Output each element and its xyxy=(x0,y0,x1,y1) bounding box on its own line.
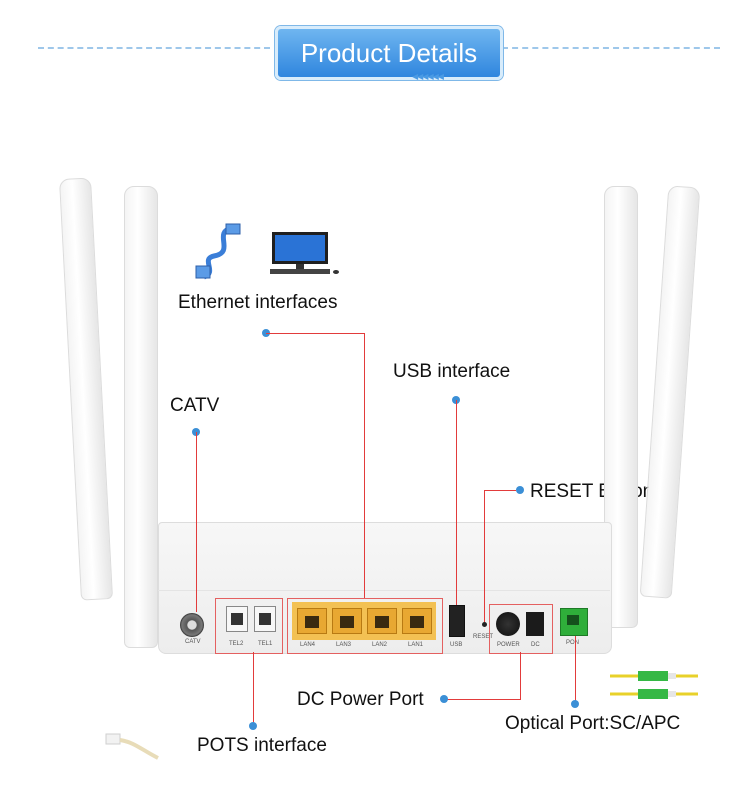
pots-callout-dot xyxy=(249,722,257,730)
tel2-port-text: TEL2 xyxy=(229,641,244,647)
ethernet-highlight-box xyxy=(287,598,443,654)
lan4-port xyxy=(297,608,327,634)
ethernet-label: Ethernet interfaces xyxy=(178,292,338,313)
tel1-port xyxy=(254,606,276,632)
usb-port-text: USB xyxy=(450,642,463,648)
optical-label: Optical Port:SC/APC xyxy=(505,713,681,734)
dc-port-text: DC xyxy=(531,642,540,648)
pots-highlight-box xyxy=(215,598,283,654)
antenna-right-outer xyxy=(639,185,701,599)
dc-power-label: DC Power Port xyxy=(297,689,424,710)
tel2-port xyxy=(226,606,248,632)
lan3-port xyxy=(332,608,362,634)
lan3-port-text: LAN3 xyxy=(336,642,352,648)
lan2-port xyxy=(367,608,397,634)
pots-leader-v xyxy=(253,652,254,724)
usb-leader-v xyxy=(456,400,457,605)
ethernet-cable-icon xyxy=(195,223,241,280)
catv-connector xyxy=(180,613,204,637)
lan1-port xyxy=(402,608,432,634)
catv-leader-v xyxy=(196,432,197,612)
fiber-patch-cord-icon xyxy=(610,671,698,699)
dc-power-highlight-box xyxy=(489,604,553,654)
page-title: Product Details xyxy=(275,26,503,80)
power-button xyxy=(496,612,520,636)
reset-leader-v xyxy=(484,490,485,622)
antenna-left-inner xyxy=(124,186,158,648)
catv-label: CATV xyxy=(170,395,220,416)
catv-port-text: CATV xyxy=(185,639,201,645)
reset-leader-h xyxy=(484,490,516,491)
phone-cable-icon xyxy=(105,733,159,760)
usb-port xyxy=(449,605,465,637)
ethernet-leader-v xyxy=(364,333,365,598)
router-edge xyxy=(158,590,610,591)
dc-leader-h xyxy=(446,699,521,700)
title-arrows-icon: ◀◀◀◀◀◀ xyxy=(412,72,444,81)
ethernet-leader-h xyxy=(266,333,364,334)
lan4-port-text: LAN4 xyxy=(300,642,316,648)
dc-jack xyxy=(526,612,544,636)
optical-callout-dot xyxy=(571,700,579,708)
pots-label: POTS interface xyxy=(197,735,327,756)
pon-port-text: PON xyxy=(566,640,580,646)
pon-port xyxy=(560,608,588,636)
dc-leader-v xyxy=(520,652,521,700)
power-port-text: POWER xyxy=(497,642,520,648)
reset-pinhole xyxy=(482,622,487,627)
lan1-port-text: LAN1 xyxy=(408,642,424,648)
lan2-port-text: LAN2 xyxy=(372,642,388,648)
pon-port-opening xyxy=(567,615,579,625)
header-dash-right xyxy=(502,47,720,49)
reset-port-text: RESET xyxy=(473,634,494,640)
tel1-port-text: TEL1 xyxy=(258,641,273,647)
antenna-left-outer xyxy=(58,177,114,601)
usb-label: USB interface xyxy=(393,361,511,382)
reset-callout-dot xyxy=(516,486,524,494)
computer-icon xyxy=(270,232,339,274)
optical-leader-v xyxy=(575,636,576,702)
header-dash-left xyxy=(38,47,270,49)
dc-callout-dot xyxy=(440,695,448,703)
